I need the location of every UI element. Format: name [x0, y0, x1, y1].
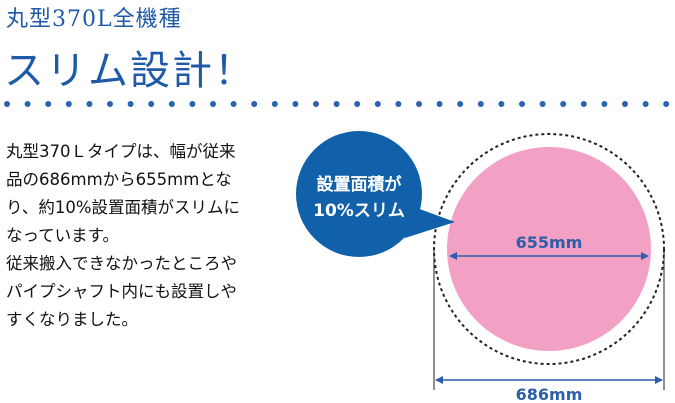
divider-dot	[251, 101, 258, 107]
divider-dot	[24, 101, 31, 107]
inner-pink-circle	[447, 147, 651, 351]
divider-dot	[189, 101, 196, 107]
inner-dimension-label: 655mm	[516, 233, 583, 252]
divider-dot	[65, 101, 72, 107]
divider-dot	[519, 101, 525, 107]
callout-line-1: 設置面積が	[317, 174, 402, 195]
divider-dot	[230, 101, 237, 107]
description-line: パイプシャフト内にも設置しや	[6, 282, 237, 301]
dotted-divider	[4, 101, 670, 107]
description-line: 品の686mmから655mmとな	[6, 170, 232, 189]
description-line: 従来搬入できなかったところや	[6, 254, 237, 273]
divider-dot	[601, 101, 608, 107]
divider-dot	[86, 101, 93, 107]
divider-dot	[148, 101, 155, 107]
divider-dot	[210, 101, 216, 107]
callout-line-2: 10%スリム	[313, 201, 405, 221]
divider-dot	[168, 101, 175, 107]
divider-dot	[333, 101, 340, 107]
description-text: 丸型370Ｌタイプは、幅が従来 品の686mmから655mmとな り、約10%設…	[6, 138, 276, 334]
divider-dot	[374, 101, 381, 107]
subtitle: 丸型370L全機種	[6, 7, 182, 32]
divider-dot	[292, 101, 299, 107]
divider-dot	[395, 101, 402, 107]
divider-dot	[107, 101, 113, 107]
divider-dot	[642, 101, 649, 107]
divider-dot	[436, 101, 443, 107]
divider-dot	[580, 101, 587, 107]
divider-dot	[477, 101, 484, 107]
description-line: なっています。	[6, 226, 120, 245]
outer-dimension-label: 686mm	[516, 385, 583, 403]
divider-dot	[45, 101, 52, 107]
divider-dot	[354, 101, 361, 107]
divider-dot	[560, 101, 567, 107]
description-line: り、約10%設置面積がスリムに	[6, 198, 241, 217]
description-line: すくなりました。	[6, 310, 138, 329]
divider-dot	[127, 101, 134, 107]
divider-dot	[271, 101, 278, 107]
description-line: 丸型370Ｌタイプは、幅が従来	[6, 142, 236, 161]
divider-dot	[498, 101, 505, 107]
divider-dot	[622, 101, 628, 107]
callout-bubble	[296, 131, 422, 257]
divider-dot	[539, 101, 546, 107]
divider-dot	[416, 101, 422, 107]
divider-dot	[457, 101, 464, 107]
divider-dot	[663, 101, 670, 107]
divider-dot	[313, 101, 319, 107]
page-title: スリム設計！	[4, 48, 256, 94]
divider-dot	[4, 101, 10, 107]
